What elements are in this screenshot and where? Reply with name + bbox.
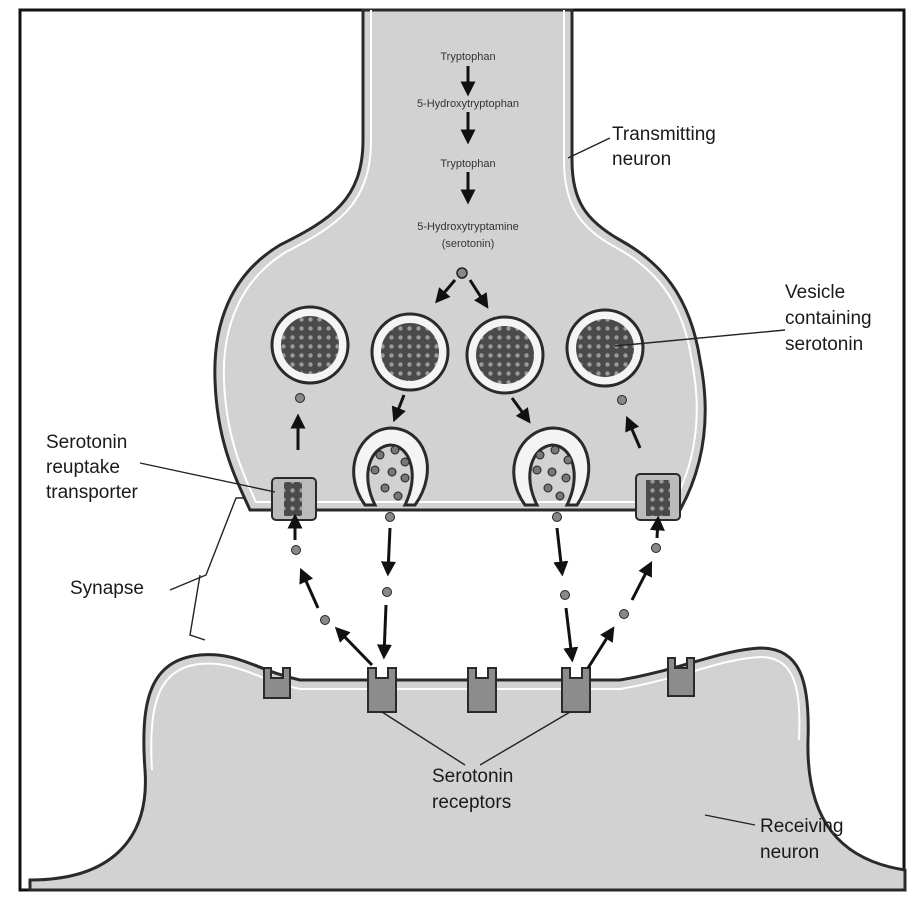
pathway-step-1: Tryptophan xyxy=(440,51,495,63)
transmitting-neuron-label-1: Transmitting xyxy=(612,124,716,145)
synapse-label: Synapse xyxy=(70,578,144,599)
vesicle-label-2: containing xyxy=(785,308,872,329)
vesicle-3 xyxy=(467,317,543,393)
reuptake-label-1: Serotonin xyxy=(46,432,127,453)
pathway-step-4a: 5-Hydroxytryptamine xyxy=(417,221,518,233)
vesicle-label-1: Vesicle xyxy=(785,282,845,303)
pathway-step-2: 5-Hydroxytryptophan xyxy=(417,98,519,110)
transmitting-neuron-label-2: neuron xyxy=(612,149,671,170)
reuptake-label-2: reuptake xyxy=(46,457,120,478)
receiving-neuron-label-1: Receiving xyxy=(760,816,843,837)
pathway-step-4b: (serotonin) xyxy=(442,238,495,250)
receiving-neuron-label-2: neuron xyxy=(760,842,819,863)
receptors-label-1: Serotonin xyxy=(432,766,513,787)
vesicle-1 xyxy=(272,307,348,383)
receptors-label-2: receptors xyxy=(432,792,511,813)
vesicle-label-3: serotonin xyxy=(785,334,863,355)
pathway-step-3: Tryptophan xyxy=(440,158,495,170)
vesicle-4 xyxy=(567,310,643,386)
reuptake-label-3: transporter xyxy=(46,482,139,503)
vesicle-2 xyxy=(372,314,448,390)
